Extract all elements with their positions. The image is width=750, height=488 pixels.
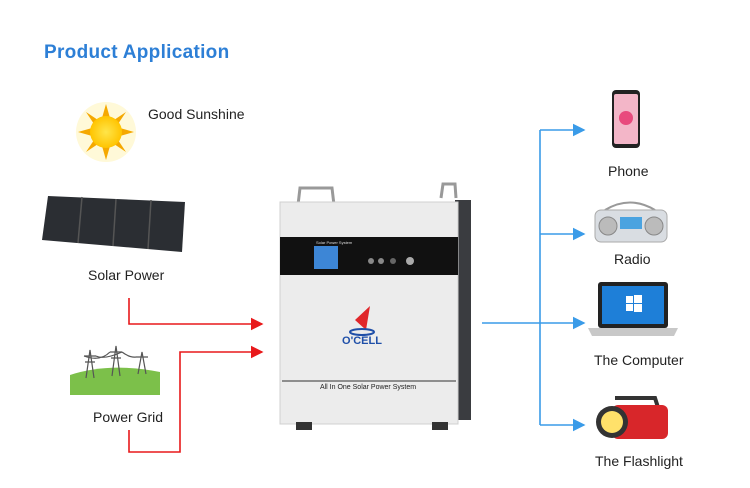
phone-icon — [612, 90, 640, 148]
power-grid-icon — [70, 345, 160, 395]
input-label-solar: Solar Power — [88, 267, 165, 283]
solar-panel-icon — [42, 196, 185, 252]
sun-icon — [76, 102, 136, 162]
flashlight-icon — [596, 396, 668, 439]
solar-to-product-arrow — [128, 298, 264, 331]
brand-logo: O'CELL — [342, 335, 382, 347]
output-label-computer: The Computer — [594, 352, 684, 368]
solar-power-system-product — [279, 182, 471, 430]
output-arrows — [482, 123, 586, 432]
panel-label: Solar Power System — [316, 240, 353, 245]
output-label-flashlight: The Flashlight — [595, 453, 683, 469]
radio-icon — [594, 201, 668, 243]
laptop-icon — [588, 282, 678, 336]
page-title: Product Application — [44, 42, 230, 63]
input-label-sunshine: Good Sunshine — [148, 106, 245, 122]
product-caption: All In One Solar Power System — [320, 384, 416, 391]
output-label-phone: Phone — [608, 163, 649, 179]
output-label-radio: Radio — [614, 251, 651, 267]
input-label-grid: Power Grid — [93, 409, 164, 425]
grid-to-product-arrow — [128, 345, 264, 453]
input-arrows — [128, 298, 264, 453]
